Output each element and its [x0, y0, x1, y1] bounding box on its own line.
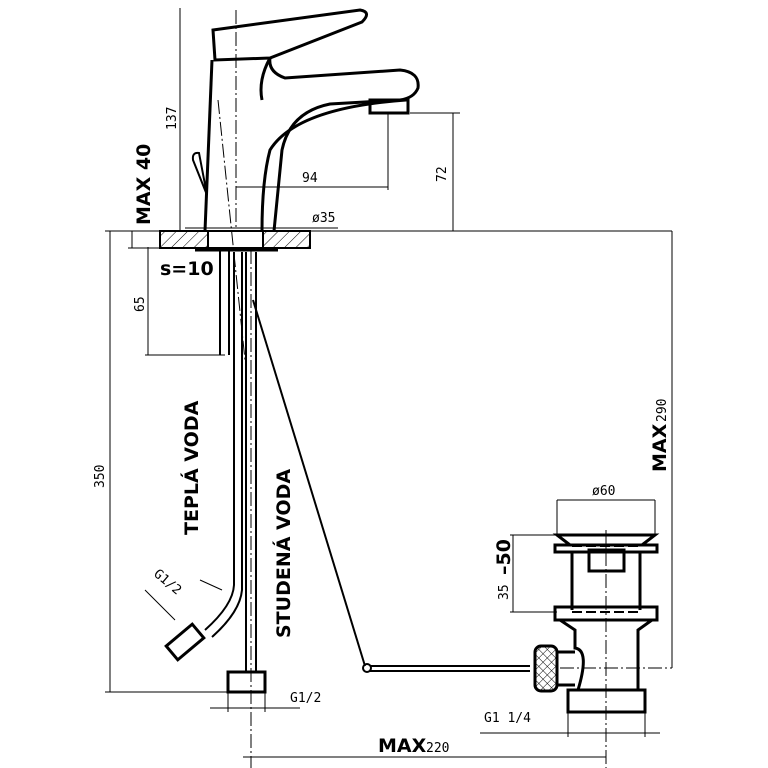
dim-94: 94 [302, 171, 318, 186]
supply-hoses [164, 250, 267, 768]
dim-350: 350 [93, 465, 108, 488]
popup-waste [533, 530, 672, 768]
label-hot-water: TEPLÁ VODA [180, 400, 203, 535]
dim-max-220-label: MAX [378, 735, 427, 757]
dim-220: 220 [426, 741, 449, 756]
label-cold-thread: G1/2 [290, 691, 321, 706]
dim-290: 290 [655, 399, 670, 422]
popup-rod [252, 299, 530, 673]
dim-max-290-label: MAX [649, 423, 671, 472]
dim-50: –50 [493, 539, 515, 575]
dim-diameter-35: ø35 [312, 211, 335, 226]
dim-65: 65 [133, 296, 148, 312]
label-hot-thread: G1/2 [150, 567, 184, 599]
label-waste-thread: G1 1/4 [484, 711, 531, 726]
dim-35: 35 [497, 584, 512, 600]
dim-137: 137 [165, 107, 180, 130]
faucet-body [191, 8, 420, 361]
dim-72: 72 [435, 166, 450, 182]
dim-max-40: MAX 40 [133, 144, 155, 225]
dim-diameter-60: ø60 [592, 484, 615, 499]
dimension-lines [105, 8, 673, 758]
label-cold-water: STUDENÁ VODA [272, 469, 295, 638]
mounting-plate [159, 230, 311, 252]
dim-s10: s=10 [160, 258, 214, 280]
